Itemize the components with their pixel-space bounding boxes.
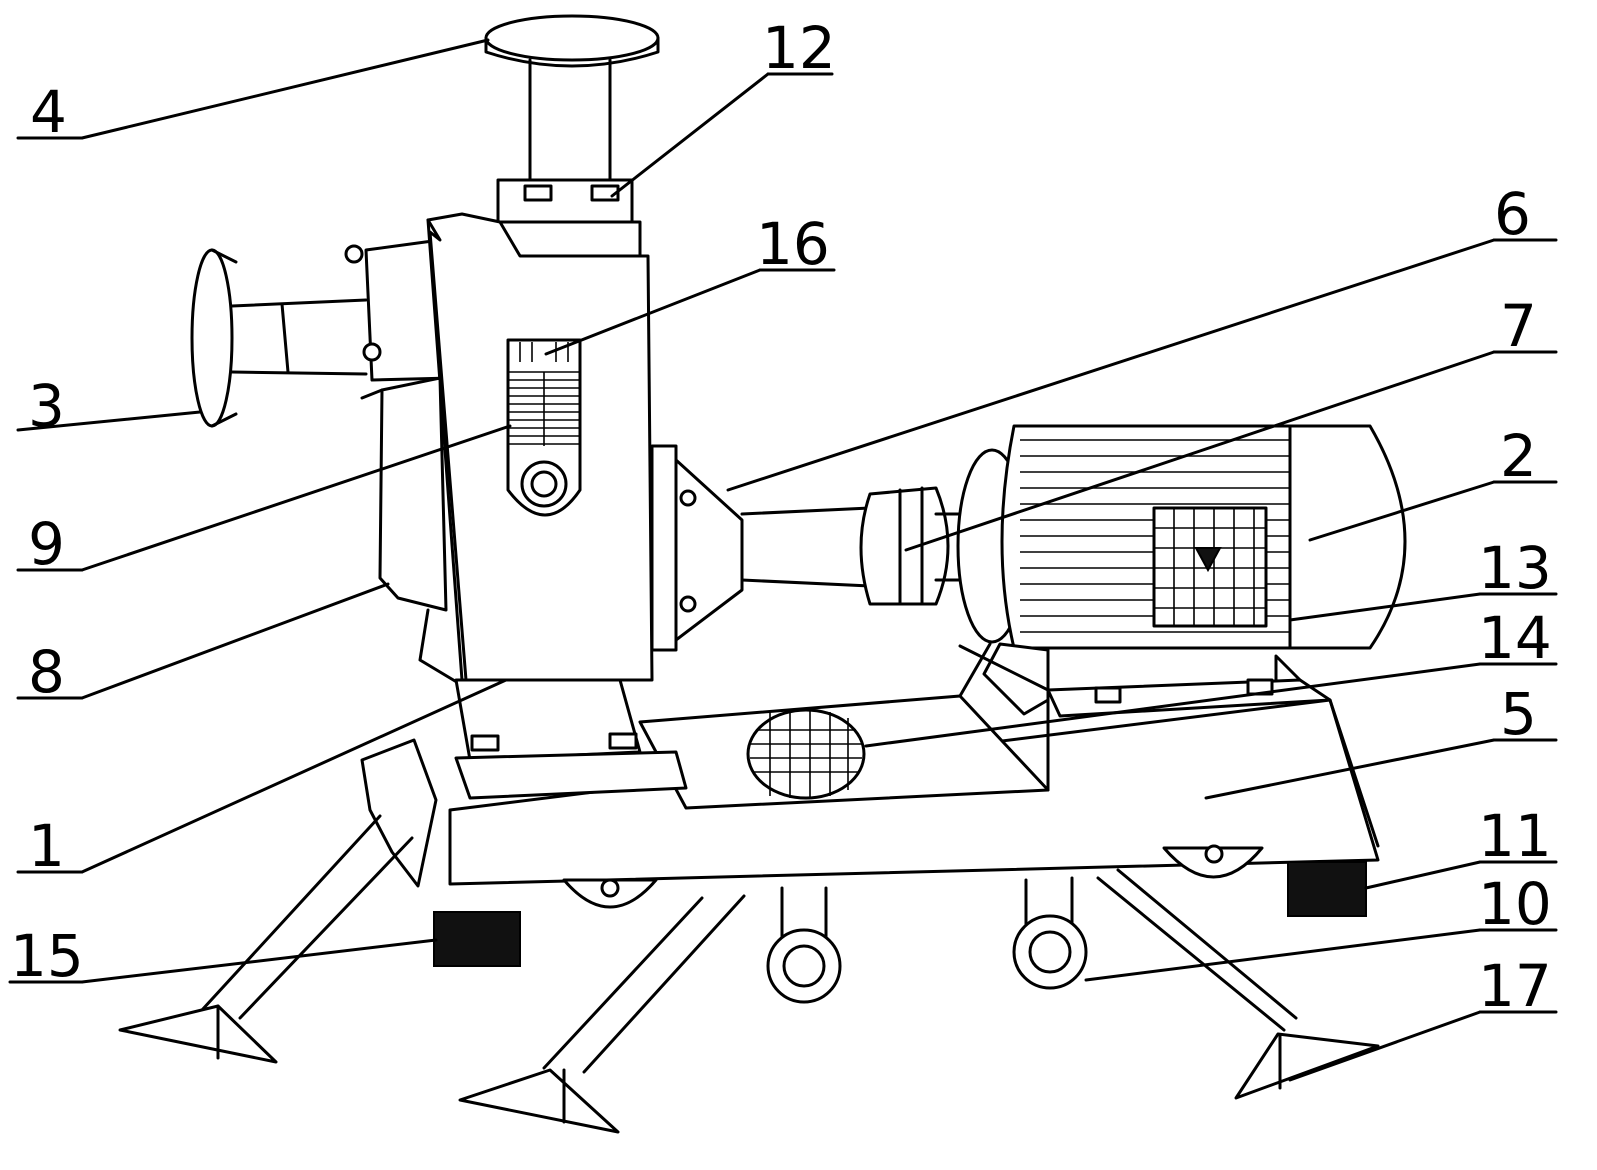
shaft-coupling <box>859 486 966 606</box>
base-frame <box>448 642 1380 886</box>
label-10: 10 <box>1478 870 1552 938</box>
label-9: 9 <box>28 510 65 578</box>
rubber-foot-left <box>433 911 521 967</box>
rubber-foot-right <box>1287 861 1367 917</box>
caster-wheel-left <box>766 886 842 1004</box>
label-2: 2 <box>1500 422 1537 490</box>
outlet-flange <box>484 14 660 68</box>
label-4: 4 <box>30 78 67 146</box>
support-leg-front-mid <box>458 894 746 1134</box>
label-16: 16 <box>756 210 830 278</box>
wheel-mounts <box>562 844 1264 909</box>
label-1: 1 <box>28 812 65 880</box>
label-13: 13 <box>1478 534 1552 602</box>
label-8: 8 <box>28 638 65 706</box>
outlet-pipe <box>528 58 612 184</box>
label-12: 12 <box>762 14 836 82</box>
motor <box>956 424 1407 716</box>
drive-shaft <box>740 506 872 588</box>
label-3: 3 <box>28 372 65 440</box>
label-17: 17 <box>1478 952 1552 1020</box>
vent-grille <box>746 708 866 800</box>
caster-wheel-right <box>1012 876 1088 990</box>
callouts: 4 12 16 3 6 7 9 2 13 8 14 5 <box>8 14 1558 1082</box>
pump-flange <box>650 444 744 652</box>
label-14: 14 <box>1478 604 1552 672</box>
inlet-pipe <box>230 298 368 376</box>
support-leg-front-left <box>118 738 438 1064</box>
label-11: 11 <box>1478 802 1552 870</box>
inlet-flange <box>190 248 238 428</box>
label-7: 7 <box>1500 292 1537 360</box>
label-5: 5 <box>1500 680 1537 748</box>
motor-nameplate <box>1152 506 1268 628</box>
label-15: 15 <box>10 922 84 990</box>
label-6: 6 <box>1494 180 1531 248</box>
filter-mesh <box>508 371 580 508</box>
support-leg-right <box>1096 868 1380 1100</box>
